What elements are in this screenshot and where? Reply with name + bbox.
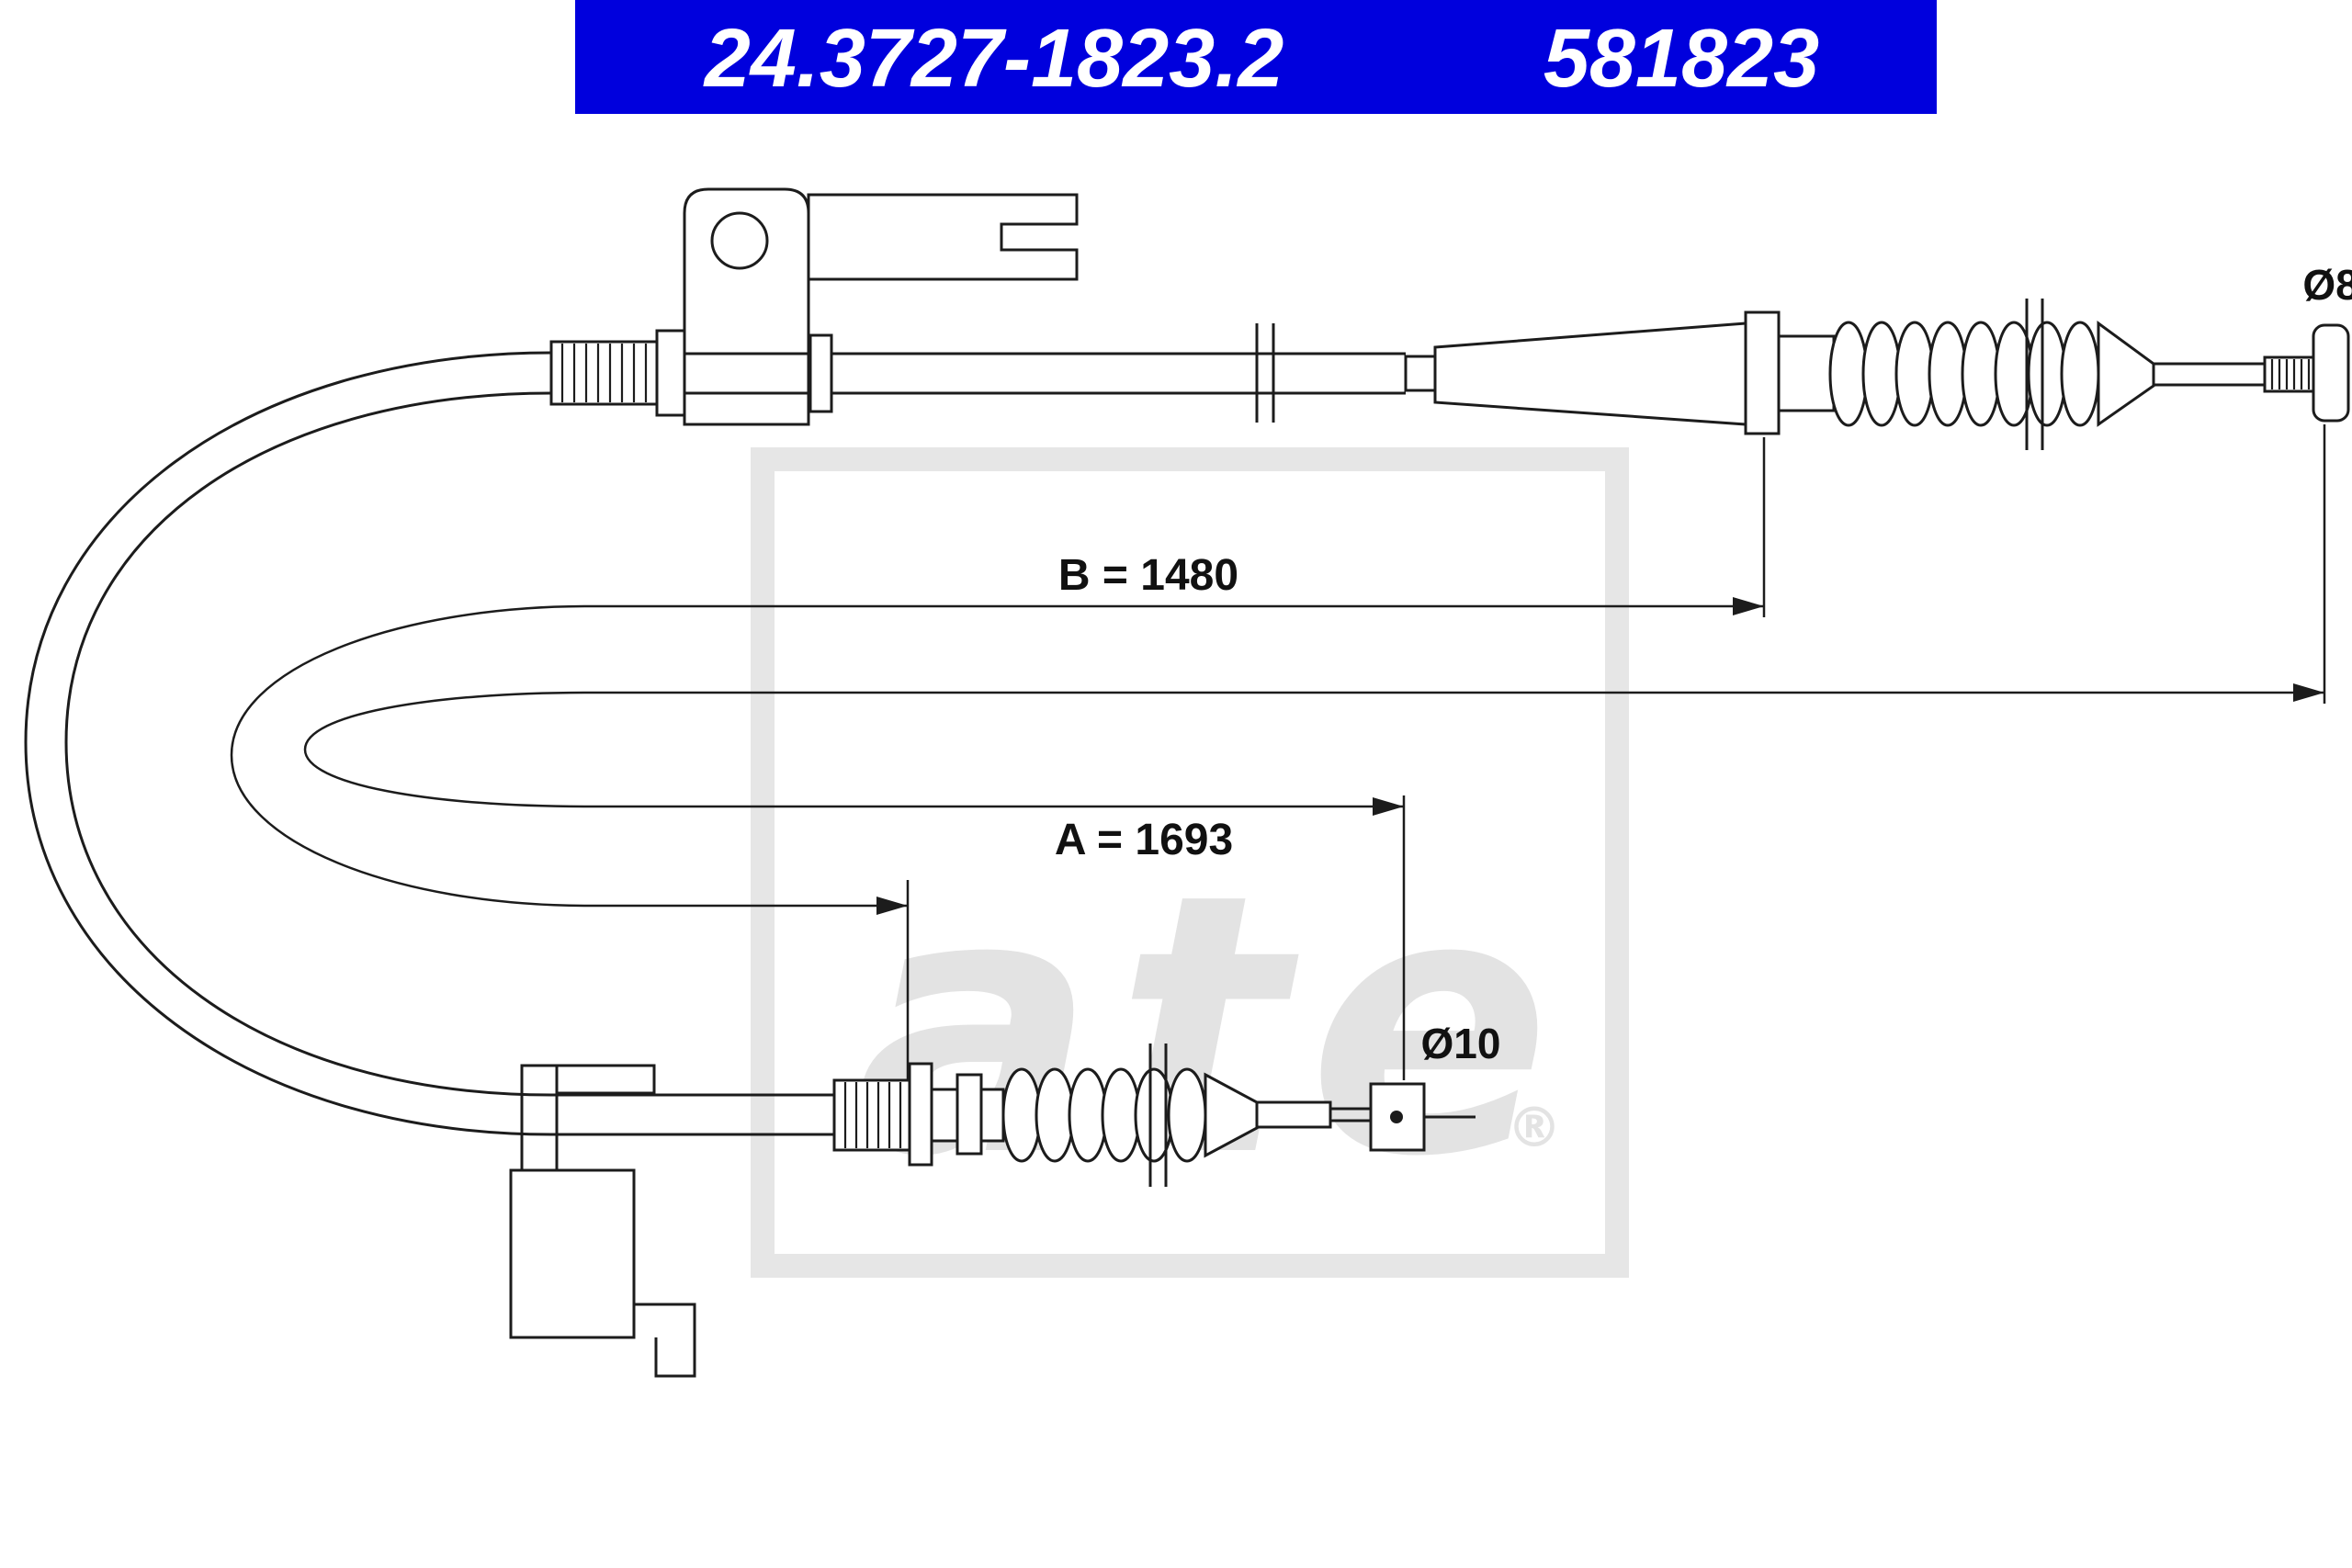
upper-adjuster (549, 340, 659, 406)
upper-cone (2097, 321, 2155, 427)
lower-cable-run: Ø10 (509, 1020, 1501, 1378)
dimension-a-label: A = 1693 (1055, 816, 1233, 864)
upper-end-collar (1744, 310, 1781, 435)
upper-threaded-rod (2263, 355, 2317, 393)
upper-taper-barrel (1433, 321, 1747, 426)
registered-mark-icon: ® (1507, 1096, 1562, 1160)
bracket-hole (710, 211, 769, 270)
bracket-fork-arm (807, 193, 1079, 281)
dimension-a-arrow-lower (1373, 797, 1404, 816)
cable-drawing: B = 1480 A = 1693 (24, 187, 2352, 1378)
upper-conduit (657, 352, 1406, 395)
dimension-b-arrow-upper (1733, 597, 1764, 615)
dimension-b: B = 1480 (230, 437, 1766, 1089)
diameter-8-label: Ø8 (2302, 261, 2352, 309)
watermark: ate ® (751, 447, 1629, 1278)
header-bar (575, 0, 1937, 114)
lower-adjuster (832, 1078, 911, 1152)
lower-conduit (551, 1093, 834, 1136)
upper-inner-cable (2154, 362, 2265, 387)
dimension-a-arrow-upper (2293, 683, 2324, 702)
watermark-frame (751, 447, 1629, 1278)
header: 24.3727-1823.2 581823 (575, 0, 1937, 114)
lower-fitting-hole (1390, 1111, 1403, 1123)
upper-end-cap (2312, 323, 2350, 423)
upper-conduit-break-marks (1255, 323, 1275, 423)
upper-cable-run: Ø8 (549, 187, 2352, 450)
dimension-a: A = 1693 (303, 424, 2326, 1080)
lower-bellows-break-marks (1148, 1043, 1168, 1187)
upper-collar-2 (808, 333, 833, 413)
lower-rod-tip (1330, 1107, 1371, 1122)
upper-collar-1 (655, 329, 686, 417)
diameter-10-label: Ø10 (1421, 1020, 1501, 1067)
upper-bellows-break-marks (2025, 299, 2044, 450)
upper-bellows (1828, 321, 2100, 427)
upper-cylinder (1777, 334, 1836, 412)
lower-bellows (1001, 1067, 1207, 1163)
catalog-number: 581823 (1544, 13, 1819, 105)
dimension-b-label: B = 1480 (1058, 551, 1238, 600)
upper-neck (1404, 355, 1437, 392)
lower-rod (1255, 1100, 1332, 1129)
dimension-b-extension-lines (906, 437, 1766, 1089)
part-number: 24.3727-1823.2 (703, 13, 1284, 105)
dimension-a-extension-lines (1402, 424, 2326, 1080)
cable-loop (24, 351, 552, 1136)
lower-collar-stack (908, 1062, 1005, 1167)
mounting-bracket-bottom (509, 1064, 696, 1378)
dimension-b-arrow-lower (876, 897, 908, 915)
watermark-logo-text: ate (854, 818, 1571, 1235)
